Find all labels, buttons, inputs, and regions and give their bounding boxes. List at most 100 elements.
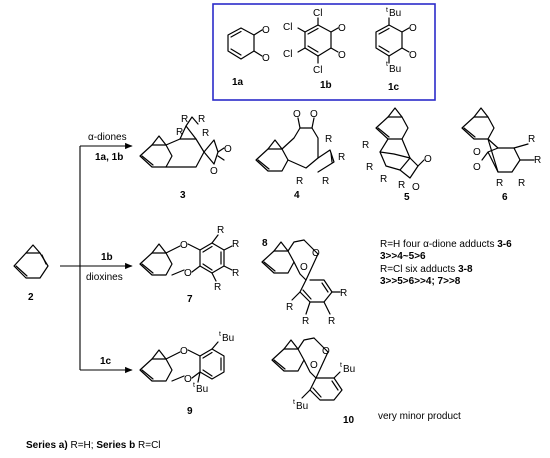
- compound-9: O O t Bu t Bu 9: [139, 331, 234, 417]
- 10-oxygen-1: O: [310, 360, 318, 371]
- 1b-oxygen-1: O: [338, 23, 346, 34]
- 1b-cl-upper-left: Cl: [283, 22, 292, 33]
- 1c-tbu-top: Bu: [389, 8, 401, 19]
- 1c-oxygen-1: O: [409, 23, 417, 34]
- label-2: 2: [28, 292, 34, 303]
- reagent-middle-over: 1b: [101, 252, 113, 263]
- reagent-bottom-over: 1c: [100, 356, 112, 367]
- 9-tbu-1-prefix: t: [219, 331, 221, 338]
- 8-r-4: R: [340, 288, 347, 299]
- compound-7: O O R R R R 7: [139, 225, 239, 305]
- note-line-1: R=H four α-dione adducts 3-6: [380, 239, 512, 250]
- 5-r-2: R: [366, 162, 373, 173]
- compound-1b: Cl Cl Cl Cl O O 1b: [283, 8, 346, 91]
- 6-r-4: R: [496, 178, 503, 189]
- note-line-3: R=Cl six adducts 3-8: [380, 264, 473, 275]
- reagent-top-under: 1a, 1b: [95, 152, 123, 163]
- reaction-arrows: α-diones 1a, 1b 1b dioxines 1c: [60, 132, 133, 374]
- 1a-oxygen-1: O: [262, 25, 270, 36]
- 1b-cl-top: Cl: [313, 8, 322, 19]
- label-10: 10: [343, 415, 355, 426]
- 4-oxygen-2: O: [310, 109, 318, 120]
- compound-10: O O t Bu t Bu 10: [271, 337, 355, 426]
- reagent-middle-under: dioxines: [86, 272, 123, 283]
- compound-3: R R R R O O 3: [139, 114, 232, 201]
- 3-oxygen-2: O: [210, 166, 218, 177]
- 3-r-3: R: [202, 128, 209, 139]
- 1b-cl-lower-left: Cl: [283, 49, 292, 60]
- 4-oxygen-1: O: [293, 109, 301, 120]
- label-5: 5: [404, 192, 410, 203]
- 6-r-3: R: [518, 178, 525, 189]
- 7-oxygen-2: O: [184, 268, 192, 279]
- 10-tbu-1-prefix: t: [340, 362, 342, 369]
- 5-r-3: R: [380, 174, 387, 185]
- 1c-tbu-top-prefix: t: [386, 7, 388, 14]
- compound-2: 2: [13, 244, 49, 303]
- 10-tbu-2-prefix: t: [293, 399, 295, 406]
- 3-r-4: R: [176, 127, 183, 138]
- 6-oxygen-1: O: [473, 147, 481, 158]
- compound-8: O O R R R R 8: [261, 238, 347, 327]
- 6-r-2: R: [534, 155, 541, 166]
- label-7: 7: [187, 294, 193, 305]
- 1c-oxygen-2: O: [409, 50, 417, 61]
- label-6: 6: [502, 192, 508, 203]
- 7-r-2: R: [232, 239, 239, 250]
- 1b-cl-bottom: Cl: [313, 65, 322, 76]
- 9-tbu-1: Bu: [222, 333, 234, 344]
- label-4: 4: [294, 190, 300, 201]
- 8-oxygen-2: O: [312, 248, 320, 259]
- 9-oxygen-1: O: [180, 346, 188, 357]
- 6-oxygen-2: O: [473, 162, 481, 173]
- label-8: 8: [262, 238, 268, 249]
- 9-tbu-2: Bu: [196, 384, 208, 395]
- reagent-box-border: [212, 3, 436, 101]
- compound-6: O O R R R R 6: [461, 107, 541, 203]
- note-line-4: 3>>5>6>>4; 7>>8: [380, 276, 461, 287]
- selectivity-notes: R=H four α-dione adducts 3-6 3>>4~5>6 R=…: [380, 239, 512, 287]
- 4-r-1: R: [325, 134, 332, 145]
- compound-1a: O O 1a: [227, 25, 270, 88]
- 5-oxygen-2: O: [412, 182, 420, 193]
- reagent-top-over: α-diones: [88, 132, 127, 143]
- 5-oxygen-1: O: [424, 154, 432, 165]
- 10-tbu-2: Bu: [296, 401, 308, 412]
- 9-tbu-2-prefix: t: [193, 382, 195, 389]
- 5-r-1: R: [362, 140, 369, 151]
- series-note: Series a) R=H; Series b R=Cl: [26, 440, 161, 451]
- label-1a: 1a: [232, 77, 244, 88]
- 9-oxygen-2: O: [184, 374, 192, 385]
- label-9: 9: [187, 406, 193, 417]
- note-line-2: 3>>4~5>6: [380, 251, 426, 262]
- 5-r-4: R: [398, 180, 405, 191]
- compound-5: R R R R O O 5: [362, 107, 432, 203]
- 10-tbu-1: Bu: [343, 364, 355, 375]
- compound-1c: t Bu t Bu O O 1c: [375, 7, 417, 93]
- label-1c: 1c: [388, 82, 400, 93]
- 3-oxygen-1: O: [224, 144, 232, 155]
- 4-r-3: R: [322, 176, 329, 187]
- minor-product-note: very minor product: [378, 411, 461, 422]
- 1c-tbu-bottom: Bu: [389, 64, 401, 75]
- reagent-box: O O 1a Cl Cl Cl Cl O O 1b t Bu t B: [212, 3, 436, 101]
- 8-r-2: R: [302, 316, 309, 327]
- 4-r-4: R: [296, 176, 303, 187]
- 7-r-4: R: [214, 282, 221, 293]
- 7-r-1: R: [217, 225, 224, 236]
- 4-r-2: R: [338, 152, 345, 163]
- 3-r-1: R: [181, 114, 188, 125]
- 8-oxygen-1: O: [300, 262, 308, 273]
- 8-r-1: R: [286, 302, 293, 313]
- 1a-oxygen-2: O: [262, 53, 270, 64]
- 10-oxygen-2: O: [322, 346, 330, 357]
- 1c-tbu-bottom-prefix: t: [386, 61, 388, 68]
- label-3: 3: [180, 190, 186, 201]
- 8-r-3: R: [328, 316, 335, 327]
- 7-r-3: R: [232, 268, 239, 279]
- label-1b: 1b: [320, 80, 332, 91]
- 3-r-2: R: [198, 114, 205, 125]
- 6-r-1: R: [528, 134, 535, 145]
- 7-oxygen-1: O: [180, 240, 188, 251]
